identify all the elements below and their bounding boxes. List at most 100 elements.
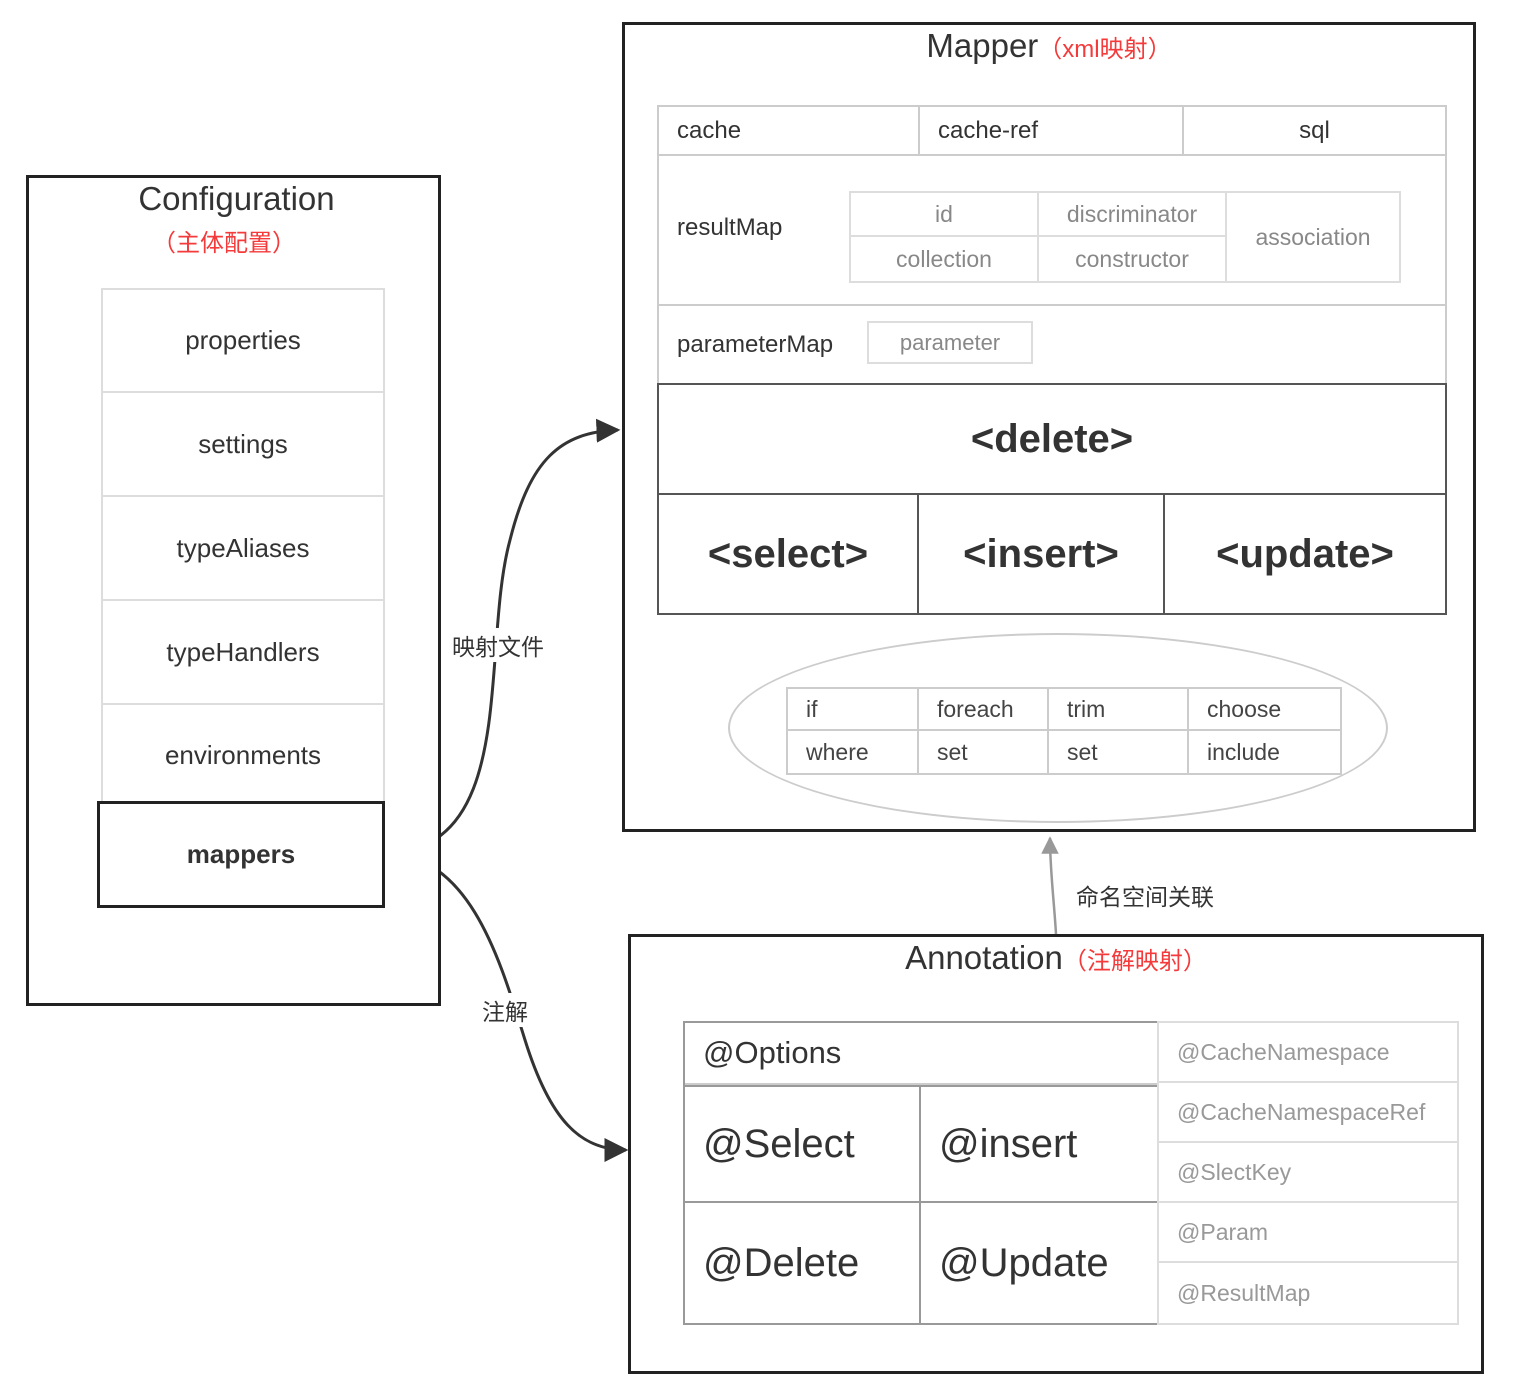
mapper-resultmap[interactable]: resultMap bbox=[659, 156, 1445, 306]
annotation-options-label: @Options bbox=[703, 1035, 842, 1070]
annotation-resultmap[interactable]: @ResultMap bbox=[1159, 1263, 1457, 1323]
resultmap-child-label: association bbox=[1255, 223, 1371, 250]
configuration-item-typehandlers[interactable]: typeHandlers bbox=[103, 602, 383, 705]
mapper-resultmap-label: resultMap bbox=[677, 214, 783, 241]
mapper-cache-ref[interactable]: cache-ref bbox=[920, 107, 1184, 156]
annotation-delete[interactable]: @Delete bbox=[685, 1203, 921, 1323]
annotation-insert-label: @insert bbox=[939, 1121, 1078, 1166]
annotation-param[interactable]: @Param bbox=[1159, 1203, 1457, 1263]
dynamic-sql-choose[interactable]: choose bbox=[1189, 689, 1340, 731]
dynamic-sql-trim[interactable]: trim bbox=[1049, 689, 1189, 731]
parametermap-parameter-label: parameter bbox=[899, 329, 1001, 355]
mapper-select[interactable]: <select> bbox=[657, 493, 919, 615]
resultmap-discriminator[interactable]: discriminator bbox=[1039, 193, 1227, 237]
dynamic-sql-label: set bbox=[1067, 738, 1098, 765]
mapper-subtitle: （xml映射） bbox=[1038, 36, 1172, 63]
dynamic-sql-ellipse bbox=[728, 633, 1388, 823]
mapper-insert-label: <insert> bbox=[963, 531, 1119, 576]
mapper-elements-table: cache cache-ref sql resultMap id discrim… bbox=[657, 105, 1447, 385]
configuration-item-label: mappers bbox=[186, 839, 296, 869]
edge-label-mapping-file: 映射文件 bbox=[452, 628, 544, 662]
annotation-side-label: @CacheNamespace bbox=[1177, 1038, 1390, 1065]
resultmap-constructor[interactable]: constructor bbox=[1039, 237, 1227, 281]
dynamic-sql-label: choose bbox=[1207, 695, 1282, 722]
configuration-item-properties[interactable]: properties bbox=[103, 290, 383, 393]
mapper-sql[interactable]: sql bbox=[1184, 107, 1445, 156]
annotation-cachenamespace[interactable]: @CacheNamespace bbox=[1159, 1023, 1457, 1083]
mapper-cache[interactable]: cache bbox=[659, 107, 920, 156]
resultmap-collection[interactable]: collection bbox=[851, 237, 1039, 281]
dynamic-sql-label: if bbox=[806, 695, 818, 722]
annotation-insert[interactable]: @insert bbox=[921, 1085, 1157, 1203]
arrow-to-annotation bbox=[382, 851, 629, 1162]
mapper-select-label: <select> bbox=[707, 531, 869, 576]
configuration-item-mappers[interactable]: mappers bbox=[97, 801, 385, 908]
resultmap-children-table: id discriminator association collection … bbox=[849, 191, 1401, 283]
annotation-update-label: @Update bbox=[939, 1240, 1109, 1285]
resultmap-association[interactable]: association bbox=[1227, 193, 1399, 281]
configuration-item-settings[interactable]: settings bbox=[103, 394, 383, 497]
annotation-title: Annotation bbox=[905, 939, 1063, 976]
annotation-side-label: @CacheNamespaceRef bbox=[1177, 1098, 1426, 1125]
dynamic-sql-include[interactable]: include bbox=[1189, 731, 1340, 773]
dynamic-sql-label: set bbox=[937, 738, 968, 765]
configuration-item-list: properties settings typeAliases typeHand… bbox=[101, 288, 385, 804]
annotation-update[interactable]: @Update bbox=[921, 1203, 1157, 1323]
resultmap-child-label: id bbox=[935, 200, 953, 227]
mapper-parametermap[interactable]: parameterMap bbox=[659, 306, 1445, 383]
mapper-delete-label: <delete> bbox=[970, 416, 1134, 461]
configuration-item-label: typeHandlers bbox=[166, 637, 320, 667]
mapper-title-row: Mapper（xml映射） bbox=[625, 27, 1473, 65]
dynamic-sql-set[interactable]: set bbox=[919, 731, 1049, 773]
dynamic-sql-where[interactable]: where bbox=[788, 731, 919, 773]
arrow-to-mapper bbox=[382, 418, 621, 855]
annotation-side-table: @CacheNamespace @CacheNamespaceRef @Slec… bbox=[1157, 1021, 1459, 1325]
configuration-item-label: typeAliases bbox=[176, 533, 310, 563]
dynamic-sql-if[interactable]: if bbox=[788, 689, 919, 731]
configuration-item-label: properties bbox=[185, 325, 301, 355]
annotation-statement-table: @Options @Select @insert @Delete @Update bbox=[683, 1021, 1159, 1325]
edge-label-namespace: 命名空间关联 bbox=[1076, 884, 1214, 910]
parametermap-parameter[interactable]: parameter bbox=[867, 321, 1033, 364]
mapper-update-label: <update> bbox=[1216, 531, 1394, 576]
annotation-subtitle: （注解映射） bbox=[1062, 948, 1207, 975]
mapper-parametermap-label: parameterMap bbox=[677, 330, 834, 358]
annotation-panel: Annotation（注解映射） @Options @Select @inser… bbox=[628, 934, 1484, 1374]
dynamic-sql-label: foreach bbox=[937, 695, 1014, 722]
edge-label-annotation: 注解 bbox=[482, 993, 528, 1027]
configuration-subtitle: （主体配置） bbox=[152, 230, 296, 257]
mapper-insert[interactable]: <insert> bbox=[917, 493, 1165, 615]
mapper-cache-label: cache bbox=[677, 116, 742, 144]
annotation-cachenamespaceref[interactable]: @CacheNamespaceRef bbox=[1159, 1083, 1457, 1143]
configuration-item-label: environments bbox=[164, 739, 322, 770]
mapper-cache-ref-label: cache-ref bbox=[938, 116, 1039, 144]
mapper-sql-label: sql bbox=[1299, 116, 1330, 144]
annotation-select[interactable]: @Select bbox=[685, 1085, 921, 1203]
configuration-item-environments[interactable]: environments bbox=[103, 706, 383, 804]
configuration-item-typealiases[interactable]: typeAliases bbox=[103, 498, 383, 601]
configuration-panel: Configuration （主体配置） properties settings… bbox=[26, 175, 441, 1006]
annotation-slectkey[interactable]: @SlectKey bbox=[1159, 1143, 1457, 1203]
annotation-side-label: @SlectKey bbox=[1177, 1158, 1292, 1185]
resultmap-id[interactable]: id bbox=[851, 193, 1039, 237]
dynamic-sql-label: include bbox=[1207, 738, 1280, 765]
resultmap-child-label: collection bbox=[896, 245, 992, 272]
arrow-namespace bbox=[1041, 836, 1059, 935]
annotation-side-label: @Param bbox=[1177, 1218, 1269, 1245]
annotation-delete-label: @Delete bbox=[703, 1240, 860, 1285]
dynamic-sql-label: where bbox=[806, 738, 869, 765]
annotation-options[interactable]: @Options bbox=[685, 1023, 1157, 1085]
resultmap-child-label: discriminator bbox=[1066, 200, 1198, 227]
dynamic-sql-set[interactable]: set bbox=[1049, 731, 1189, 773]
dynamic-sql-table: if foreach trim choose where set set inc… bbox=[786, 687, 1342, 775]
configuration-item-label: settings bbox=[198, 429, 288, 459]
annotation-title-row: Annotation（注解映射） bbox=[631, 939, 1481, 977]
mapper-delete[interactable]: <delete> bbox=[657, 383, 1447, 495]
mapper-update[interactable]: <update> bbox=[1163, 493, 1447, 615]
annotation-side-label: @ResultMap bbox=[1177, 1279, 1311, 1306]
mapper-title: Mapper bbox=[926, 27, 1039, 64]
mapper-panel: Mapper（xml映射） cache cache-ref sql result… bbox=[622, 22, 1476, 832]
configuration-title: Configuration bbox=[138, 180, 335, 217]
dynamic-sql-foreach[interactable]: foreach bbox=[919, 689, 1049, 731]
